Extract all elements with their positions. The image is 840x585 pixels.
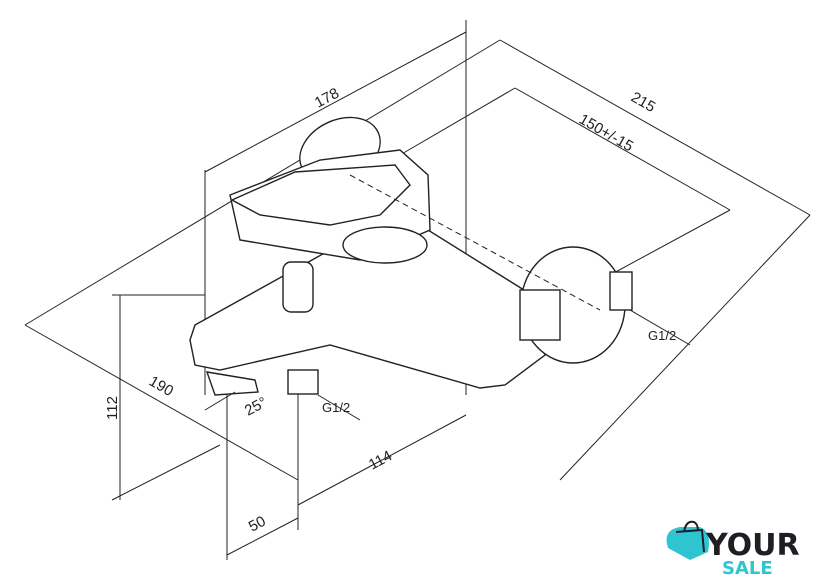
dimension-line-190 bbox=[24, 324, 299, 481]
axis-line bbox=[349, 174, 601, 311]
angle-line bbox=[204, 391, 236, 411]
thread-label-spout: G1/2 bbox=[322, 400, 350, 415]
dim-114: 114 bbox=[366, 447, 395, 473]
inlet-thread bbox=[609, 271, 633, 311]
spout-thread bbox=[287, 369, 319, 395]
dimension-line-178 bbox=[204, 31, 467, 173]
dim-50: 50 bbox=[246, 513, 269, 536]
dim-112: 112 bbox=[104, 396, 121, 420]
thread-label-inlet: G1/2 bbox=[648, 328, 676, 343]
dim-215: 215 bbox=[628, 89, 658, 116]
cartridge-cap bbox=[342, 226, 428, 264]
yoursale-logo: YOUR SALE bbox=[666, 520, 800, 579]
dim-150: 150+/-15 bbox=[576, 111, 636, 156]
extension-line bbox=[399, 87, 516, 156]
dim-178: 178 bbox=[312, 85, 342, 112]
logo-word-sale: SALE bbox=[722, 558, 773, 579]
dim-angle: 25° bbox=[242, 394, 270, 420]
extension-line bbox=[609, 209, 731, 276]
bag-icon bbox=[666, 527, 709, 560]
dimension-line-215 bbox=[499, 39, 811, 216]
eccentric-connector bbox=[519, 289, 561, 341]
logo-word-your: YOUR bbox=[705, 528, 800, 563]
leader-line bbox=[317, 394, 361, 421]
hand-icon bbox=[675, 520, 705, 553]
dimension-line-150 bbox=[514, 87, 731, 211]
dimension-line-114 bbox=[297, 414, 467, 506]
mixer-lever bbox=[230, 164, 411, 226]
extension-line bbox=[111, 444, 221, 501]
extension-line bbox=[559, 214, 811, 481]
diverter-knob bbox=[282, 261, 314, 313]
spout-outlet bbox=[205, 371, 259, 396]
dimension-line-50 bbox=[226, 517, 299, 556]
leader-line bbox=[629, 309, 691, 346]
